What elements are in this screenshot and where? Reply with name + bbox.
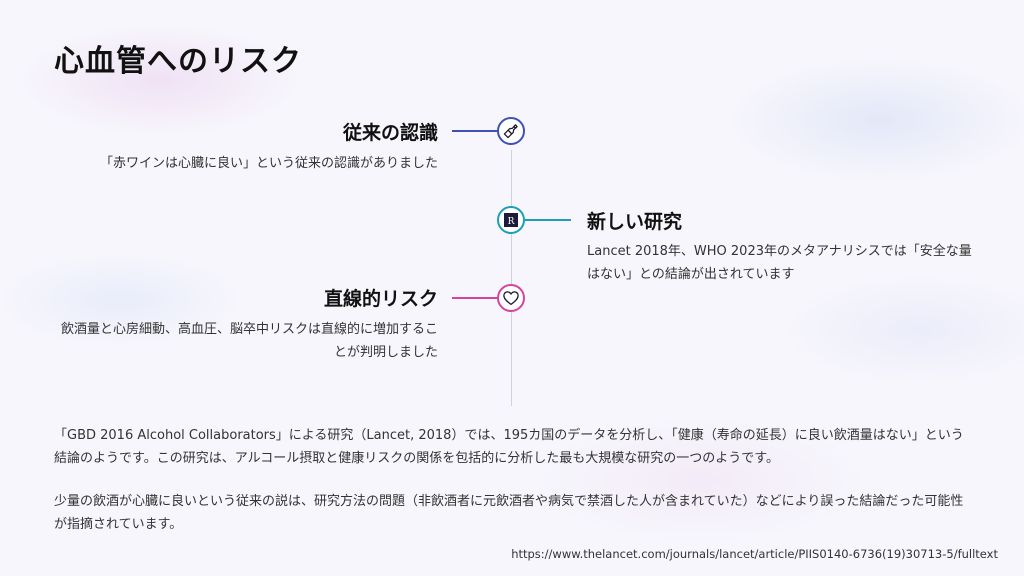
timeline-line — [511, 150, 512, 406]
research-r-icon: R — [504, 213, 518, 227]
timeline-node-new-research: R — [497, 206, 525, 234]
timeline-desc-new-research: Lancet 2018年、WHO 2023年のメタアナリシスでは「安全な量はない… — [587, 244, 972, 282]
wine-bottle-icon — [503, 124, 518, 139]
body-paragraph-2: 少量の飲酒が心臓に良いという従来の説は、研究方法の問題（非飲酒者に元飲酒者や病気… — [54, 494, 964, 532]
slide-title: 心血管へのリスク — [54, 44, 302, 79]
timeline-connector-new-research — [525, 219, 571, 221]
timeline-heading-conventional: 従来の認識 — [342, 122, 438, 144]
source-url[interactable]: https://www.thelancet.com/journals/lance… — [511, 547, 998, 561]
heart-icon — [503, 291, 519, 306]
svg-text:R: R — [508, 217, 515, 227]
timeline-heading-new-research: 新しい研究 — [587, 211, 683, 233]
timeline-desc-conventional: 「赤ワインは心臓に良い」という従来の認識がありました — [99, 156, 438, 171]
timeline-connector-conventional — [452, 130, 498, 132]
timeline-connector-linear-risk — [452, 297, 498, 299]
timeline-heading-linear-risk: 直線的リスク — [323, 288, 438, 310]
timeline-node-conventional — [497, 117, 525, 145]
timeline-desc-linear-risk: 飲酒量と心房細動、高血圧、脳卒中リスクは直線的に増加することが判明しました — [60, 322, 438, 360]
timeline-node-linear-risk — [497, 284, 525, 312]
body-paragraph-1: 「GBD 2016 Alcohol Collaborators」による研究（La… — [54, 428, 964, 466]
